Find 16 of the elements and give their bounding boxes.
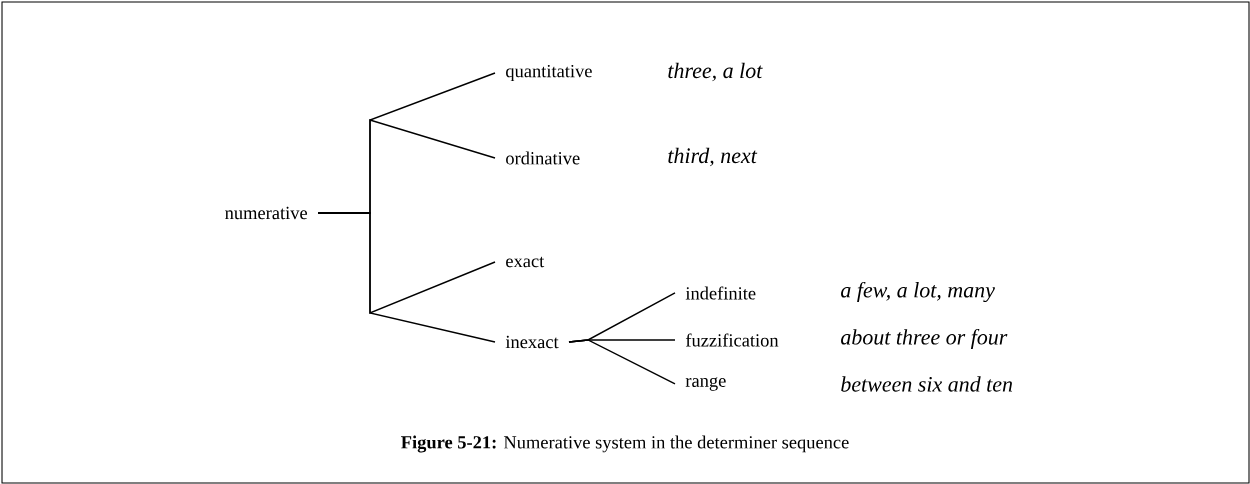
term-label: ordinative (506, 151, 580, 165)
caption: Figure 5-21: Numerative system in the determiner sequence (401, 435, 849, 453)
term-label: fuzzification (685, 333, 779, 347)
branch-line (568, 339, 676, 385)
term-label: numerative (225, 206, 308, 220)
example-text: a few, a lot, many (841, 281, 995, 303)
term-label: range (685, 377, 726, 391)
example-text: three, a lot (668, 62, 763, 82)
term-label: inexact (505, 335, 559, 349)
term-label: indefinite (685, 286, 756, 300)
example-text: third, next (668, 147, 758, 167)
term-label: exact (506, 256, 545, 268)
example-text: about three or four (841, 328, 1008, 350)
branch-line (317, 212, 496, 343)
term-label: quantitative (506, 64, 592, 82)
example-text: between six and ten (841, 376, 1013, 392)
